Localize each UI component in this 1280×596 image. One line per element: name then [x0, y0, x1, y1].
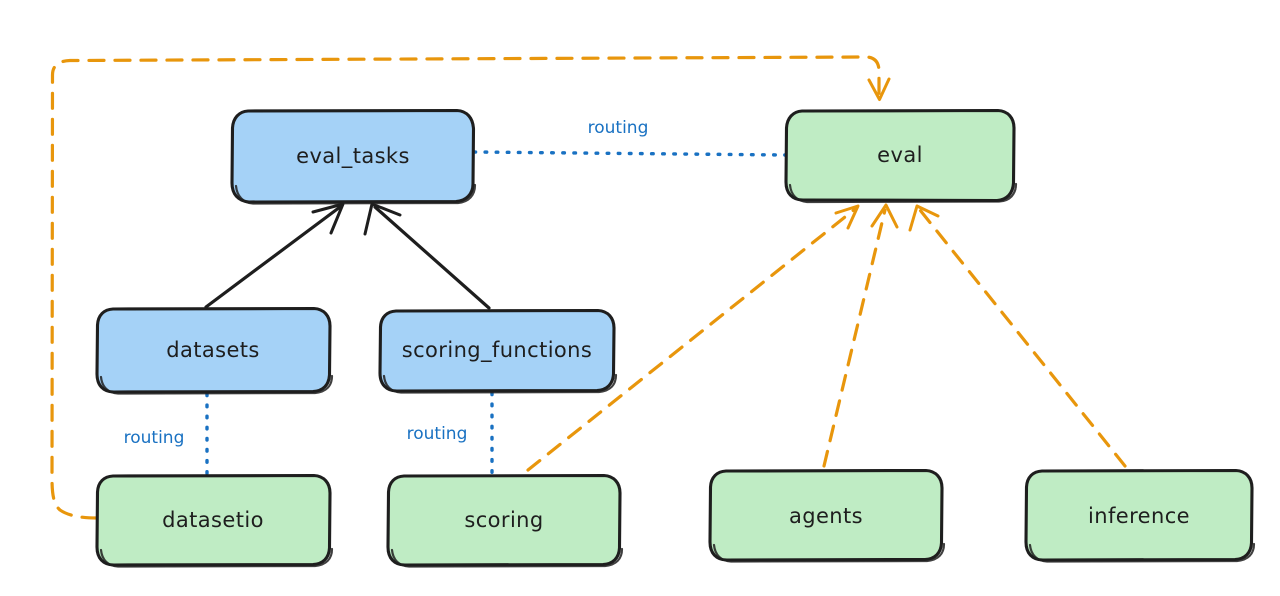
- node-label: agents: [789, 504, 863, 528]
- node-eval[interactable]: eval: [784, 108, 1018, 204]
- edge-path: [526, 207, 857, 472]
- arrowhead: [363, 202, 402, 236]
- node-scoring_functions[interactable]: scoring_functions: [378, 308, 618, 394]
- node-inference[interactable]: inference: [1024, 468, 1256, 563]
- node-eval_tasks[interactable]: eval_tasks: [230, 108, 477, 205]
- edge-path: [822, 208, 887, 468]
- node-shape-sketch: [1028, 542, 1256, 563]
- edge-scoring_functions-to-eval_tasks: [363, 202, 491, 310]
- node-shape-sketch: [99, 374, 334, 395]
- node-shape: [386, 473, 622, 567]
- arrowhead: [908, 204, 940, 232]
- edge-label-text: routing: [588, 118, 649, 138]
- edge-path: [918, 208, 1127, 468]
- node-shape-sketch: [234, 183, 477, 205]
- edge-inference-to-eval: [908, 204, 1127, 468]
- edge-label-routing-datasetio: routing: [124, 428, 185, 448]
- arrowhead: [867, 77, 891, 101]
- edge-label-routing-eval: routing: [588, 118, 649, 138]
- node-shape-sketch: [99, 547, 334, 568]
- node-shape-sketch: [390, 547, 624, 568]
- node-datasetio[interactable]: datasetio: [95, 473, 334, 568]
- node-shape: [230, 108, 476, 204]
- arrowhead: [834, 204, 860, 230]
- node-label: datasetio: [162, 508, 264, 532]
- edge-datasetio-to-eval: [50, 55, 891, 520]
- node-label: eval_tasks: [296, 144, 410, 169]
- edge-eval_tasks-to-eval: [472, 150, 788, 157]
- node-shape-sketch: [712, 542, 946, 563]
- edge-path: [472, 150, 788, 157]
- node-shape: [708, 468, 944, 562]
- node-label: eval: [877, 143, 923, 167]
- edge-label-text: routing: [407, 424, 468, 444]
- edge-scoring-to-eval: [526, 204, 860, 472]
- edge-label-text: routing: [124, 428, 185, 448]
- node-shape: [1024, 468, 1254, 562]
- node-label: datasets: [166, 338, 260, 362]
- node-shape: [95, 473, 332, 567]
- node-datasets[interactable]: datasets: [95, 306, 334, 395]
- node-shape-sketch: [382, 373, 618, 394]
- edge-path: [373, 205, 491, 310]
- edge-agents-to-eval: [822, 203, 899, 468]
- node-label: inference: [1088, 504, 1190, 528]
- edge-datasets-to-eval_tasks: [204, 202, 345, 309]
- node-agents[interactable]: agents: [708, 468, 946, 563]
- node-shape: [378, 308, 616, 393]
- node-label: scoring_functions: [402, 338, 592, 363]
- node-shape: [95, 306, 332, 394]
- node-scoring[interactable]: scoring: [386, 473, 624, 568]
- edge-label-routing-scoring: routing: [407, 424, 468, 444]
- arrowhead: [870, 203, 899, 229]
- node-shape-sketch: [788, 182, 1018, 204]
- edge-path: [50, 55, 881, 520]
- node-label: scoring: [464, 508, 543, 532]
- edge-path: [204, 205, 342, 309]
